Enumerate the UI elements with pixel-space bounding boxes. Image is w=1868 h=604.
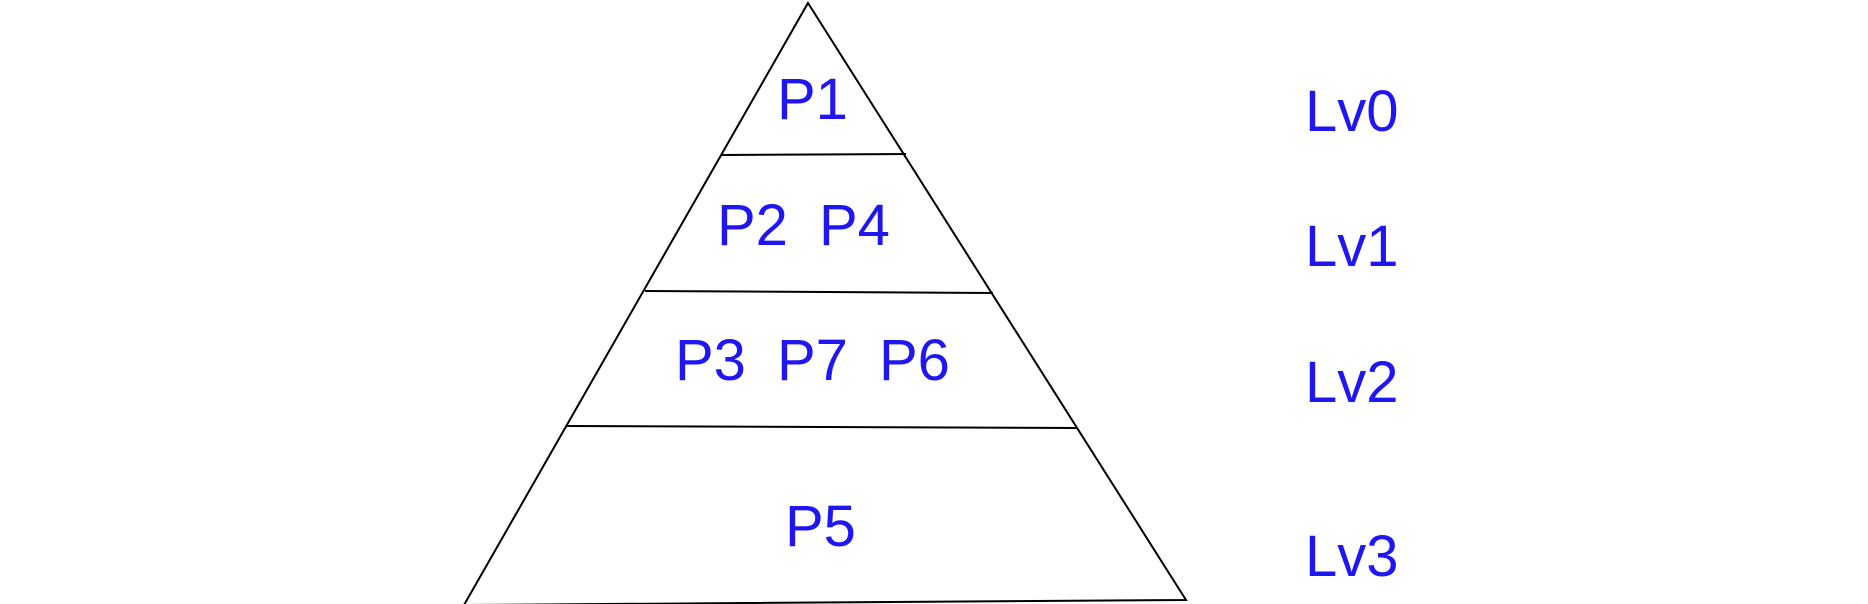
level-1-item-0: P2	[717, 193, 788, 258]
level-0-item-0: P1	[777, 67, 848, 132]
divider-line-1	[644, 290, 994, 294]
divider-line-2	[566, 425, 1078, 429]
level-3-item-0: P5	[785, 494, 856, 559]
level-label-3: Lv3	[1305, 524, 1399, 589]
level-2-item-0: P3	[675, 328, 746, 393]
level-2-item-2: P6	[879, 328, 950, 393]
level-label-2: Lv2	[1305, 350, 1399, 415]
level-label-1: Lv1	[1305, 214, 1399, 279]
level-label-0: Lv0	[1305, 79, 1399, 144]
level-1-item-1: P4	[819, 193, 890, 258]
level-2-item-1: P7	[777, 328, 848, 393]
divider-line-0	[720, 153, 907, 156]
pyramid-outline	[463, 1, 1188, 604]
